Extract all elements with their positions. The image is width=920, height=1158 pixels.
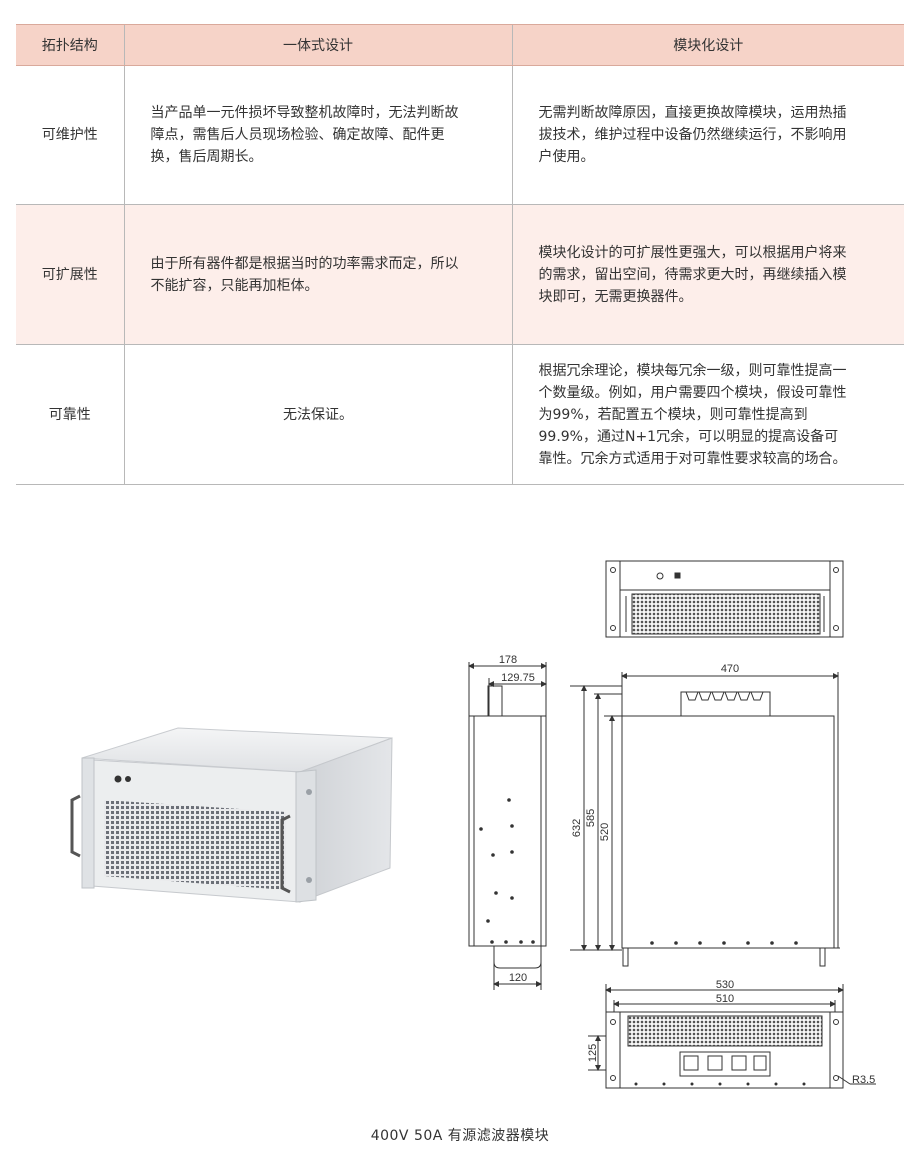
- top-view-drawing: [605, 560, 844, 638]
- dim-top-width: 470: [721, 663, 739, 675]
- cell-integrated: 当产品单一元件损坏导致整机故障时，无法判断故 障点，需售后人员现场检验、确定故障…: [123, 65, 512, 205]
- text-line: 根据冗余理论，模块每冗余一级，则可靠性提高一: [538, 362, 847, 379]
- dim-front-width: 530: [716, 979, 734, 991]
- table-row: 可扩展性 由于所有器件都是根据当时的功率需求而定，所以 不能扩容，只能再加柜体。…: [16, 204, 904, 345]
- text-line: 99.9%，通过N+1冗余，可以明显的提高设备可: [538, 428, 839, 445]
- product-drawings: 178 129.75 120 470 632 585 520 530 510 1…: [70, 560, 876, 1089]
- dim-height-mid: 585: [585, 809, 597, 827]
- dim-height-inner: 520: [599, 823, 611, 841]
- text-line: 无法保证。: [283, 406, 353, 423]
- table-row: 可维护性 当产品单一元件损坏导致整机故障时，无法判断故 障点，需售后人员现场检验…: [16, 65, 904, 205]
- text-line: 靠性。冗余方式适用于对可靠性要求较高的场合。: [538, 450, 847, 467]
- text-line: 障点，需售后人员现场检验、确定故障、配件更: [150, 127, 445, 143]
- dim-front-inner: 510: [716, 993, 734, 1005]
- row-label-scalability: 可扩展性: [16, 204, 124, 345]
- table-row: 可靠性 无法保证。 根据冗余理论，模块每冗余一级，则可靠性提高一 个数量级。例如…: [16, 344, 904, 485]
- cell-modular: 根据冗余理论，模块每冗余一级，则可靠性提高一 个数量级。例如，用户需要四个模块，…: [511, 344, 904, 485]
- text-line: 模块化设计的可扩展性更强大，可以根据用户将来: [538, 244, 847, 261]
- dim-hole-radius: R3.5: [852, 1074, 875, 1086]
- dim-height-total: 632: [571, 819, 583, 837]
- text-line: 户使用。: [538, 149, 595, 165]
- comparison-table: 拓扑结构 一体式设计 模块化设计 可维护性 当产品单一元件损坏导致整机故障时，无…: [16, 24, 904, 485]
- cell-integrated: 由于所有器件都是根据当时的功率需求而定，所以 不能扩容，只能再加柜体。: [123, 204, 512, 345]
- cell-integrated: 无法保证。: [123, 344, 512, 485]
- product-caption: 400V 50A 有源滤波器模块: [370, 1128, 550, 1144]
- dim-side-depth-inner: 129.75: [501, 672, 535, 684]
- text-line: 拔技术，维护过程中设备仍然继续运行，不影响用: [538, 127, 847, 143]
- cell-modular: 无需判断故障原因，直接更换故障模块，运用热插 拔技术，维护过程中设备仍然继续运行…: [511, 65, 904, 205]
- text-line: 为99%，若配置五个模块，则可靠性提高到: [538, 406, 808, 423]
- front-view-drawing: [570, 672, 840, 967]
- bottom-view-drawing: [588, 984, 876, 1089]
- product-photo: [70, 727, 393, 903]
- row-label-reliability: 可靠性: [16, 344, 124, 485]
- text-line: 无需判断故障原因，直接更换故障模块，运用热插: [538, 105, 847, 121]
- dim-front-height: 125: [587, 1044, 599, 1062]
- text-line: 当产品单一元件损坏导致整机故障时，无法判断故: [150, 105, 459, 121]
- header-integrated: 一体式设计: [123, 24, 512, 66]
- table-header-row: 拓扑结构 一体式设计 模块化设计: [16, 24, 904, 66]
- text-line: 由于所有器件都是根据当时的功率需求而定，所以: [150, 255, 459, 272]
- text-line: 换，售后周期长。: [150, 149, 263, 165]
- text-line: 个数量级。例如，用户需要四个模块，假设可靠性: [538, 384, 847, 401]
- cell-modular: 模块化设计的可扩展性更强大，可以根据用户将来 的需求，留出空间，待需求更大时，再…: [511, 204, 904, 345]
- text-line: 的需求，留出空间，待需求更大时，再继续插入模: [538, 266, 847, 283]
- text-line: 块即可，无需更换器件。: [538, 288, 693, 305]
- header-modular: 模块化设计: [511, 24, 904, 66]
- dim-side-bottom: 120: [509, 972, 527, 984]
- header-topology: 拓扑结构: [16, 24, 124, 66]
- side-view-drawing: [468, 662, 547, 990]
- dim-side-depth: 178: [499, 654, 517, 666]
- text-line: 不能扩容，只能再加柜体。: [150, 277, 319, 294]
- row-label-maintainability: 可维护性: [16, 65, 124, 205]
